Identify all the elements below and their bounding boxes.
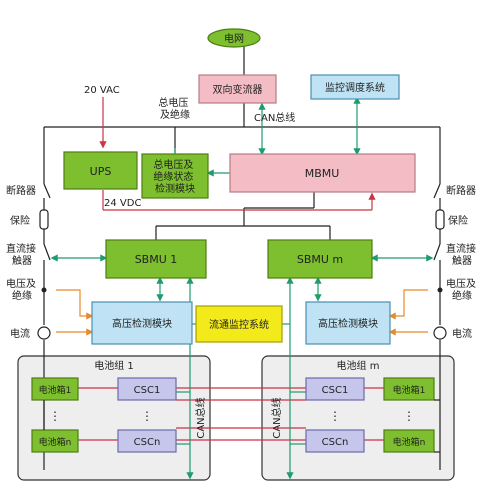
- monitor-label: 监控调度系统: [325, 81, 385, 94]
- dc-contactor-left-label: 直流接 触器: [6, 242, 39, 267]
- voltage-insulation-right-label: 电压及 绝缘: [446, 277, 479, 302]
- box-rail-links: [43, 399, 440, 453]
- breaker-left-label: 断路器: [6, 184, 36, 197]
- can-bus-top-label: CAN总线: [254, 111, 295, 124]
- boxn-left-label: 电池箱n: [39, 436, 72, 448]
- group-m-label: 电池组 m: [337, 359, 380, 372]
- dots-right-box: ⋮: [403, 409, 415, 423]
- hv-right-label: 高压检测模块: [318, 317, 378, 330]
- total-module-box: [141, 153, 209, 199]
- hv-left-label: 高压检测模块: [112, 317, 172, 330]
- grid-node: [207, 28, 261, 48]
- ups-label: UPS: [90, 165, 112, 178]
- breaker-right-switch: [433, 183, 441, 199]
- dots-right-csc: ⋮: [329, 409, 341, 423]
- dots-left-csc: ⋮: [141, 409, 153, 423]
- cscn-left-label: CSCn: [134, 437, 161, 448]
- dc-contactor-right-switch: [433, 243, 441, 261]
- voltage-node-left-icon: [41, 287, 47, 293]
- boxn-right: [383, 429, 435, 453]
- boxn-left: [31, 429, 79, 453]
- cscn-right: [305, 429, 365, 453]
- orange-lines: [56, 289, 428, 336]
- box1-left: [31, 377, 79, 401]
- fuse-left-label: 保险: [10, 214, 30, 227]
- battery-group-m-panel: [261, 355, 455, 481]
- vdc-label: 24 VDC: [104, 198, 141, 209]
- hv-right-box: [305, 301, 391, 345]
- sbmu-1-label: SBMU 1: [135, 253, 178, 266]
- current-left-label: 电流: [10, 327, 30, 340]
- sbmu-m-label: SBMU m: [297, 253, 343, 266]
- current-sensor-right-icon: [433, 326, 447, 340]
- can-bus-right-label: CAN总线: [270, 397, 283, 438]
- dc-contactor-left-switch: [43, 243, 51, 261]
- breaker-left-switch: [43, 183, 51, 199]
- mbmu-label: MBMU: [305, 167, 340, 180]
- fuse-left-icon: [39, 209, 49, 230]
- dc-contactor-right-label: 直流接 触器: [446, 242, 479, 267]
- fuse-right-icon: [435, 209, 445, 230]
- total-module-label: 总电压及 绝缘状态 检测模块: [153, 158, 196, 195]
- total-voltage-insulation-top-label: 总电压 及绝缘: [158, 96, 191, 121]
- box1-right: [383, 377, 435, 401]
- current-sensor-left-icon: [37, 326, 51, 340]
- csc1-left-label: CSC1: [134, 385, 161, 396]
- box1-left-label: 电池箱1: [39, 384, 72, 396]
- ups-box: [63, 151, 138, 190]
- hv-left-box: [91, 301, 193, 345]
- grid-label: 电网: [224, 32, 244, 45]
- vac-label: 20 VAC: [84, 85, 120, 96]
- mbmu-box: [229, 153, 416, 193]
- voltage-node-right-icon: [437, 287, 443, 293]
- cscn-left: [117, 429, 177, 453]
- sbmu-1-box: [105, 239, 207, 279]
- dots-left-box: ⋮: [49, 409, 61, 423]
- current-right-label: 电流: [452, 327, 472, 340]
- csc1-right: [305, 377, 365, 401]
- flow-monitor-label: 流通监控系统: [209, 318, 269, 331]
- voltage-insulation-left-label: 电压及 绝缘: [6, 277, 39, 302]
- boxn-right-label: 电池箱n: [393, 436, 426, 448]
- fuse-right-label: 保险: [448, 214, 468, 227]
- csc1-right-label: CSC1: [322, 385, 349, 396]
- battery-group-1-panel: [17, 355, 211, 481]
- can-bus-left-label: CAN总线: [194, 397, 207, 438]
- pcs-label: 双向变流器: [213, 83, 263, 96]
- cscn-right-label: CSCn: [322, 437, 349, 448]
- csc1-left: [117, 377, 177, 401]
- monitor-box: [310, 74, 400, 100]
- red-lines: [78, 97, 384, 441]
- flow-monitor-box: [195, 305, 283, 343]
- breaker-right-label: 断路器: [446, 184, 476, 197]
- box1-right-label: 电池箱1: [393, 384, 426, 396]
- group-1-label: 电池组 1: [94, 359, 134, 372]
- pcs-box: [198, 74, 277, 104]
- sbmu-m-box: [267, 239, 373, 279]
